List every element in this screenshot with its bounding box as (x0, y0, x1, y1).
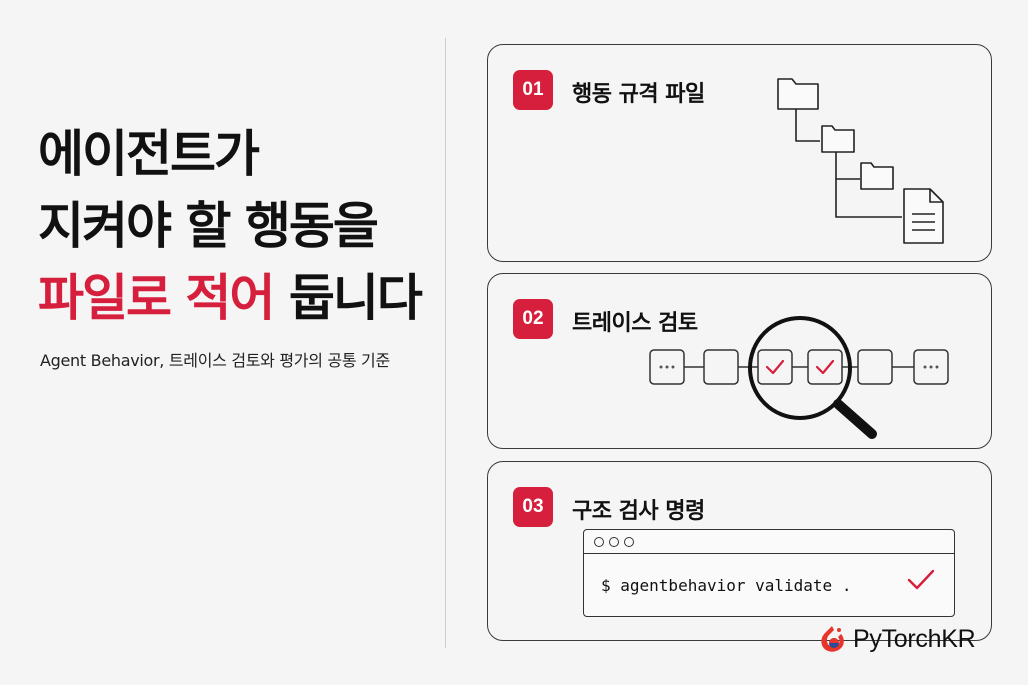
card-title: 트레이스 검토 (572, 311, 698, 336)
card-trace-review: 02 트레이스 검토 (487, 273, 992, 449)
headline-highlight: 파일로 적어 (38, 269, 275, 327)
vertical-divider (445, 38, 446, 648)
brand-logo: PyTorchKR (820, 624, 976, 654)
headline-line-1: 에이전트가 (38, 125, 260, 183)
card-number: 03 (513, 487, 553, 527)
subtitle: Agent Behavior, 트레이스 검토와 평가의 공통 기준 (40, 351, 390, 370)
window-dot (624, 536, 634, 547)
card-title: 행동 규격 파일 (572, 82, 705, 107)
headline-line-3: 파일로 적어 둡니다 (38, 262, 438, 334)
brand-name: PyTorchKR (853, 624, 976, 653)
window-dot (594, 536, 604, 547)
card-number: 02 (513, 299, 553, 339)
card-behavior-spec-file: 01 행동 규격 파일 (487, 44, 992, 262)
card-structure-check-command: 03 구조 검사 명령 $ agentbehavior validate . (487, 461, 992, 641)
terminal-icon: $ agentbehavior validate . (583, 529, 955, 617)
card-number: 01 (513, 70, 553, 110)
headline: 에이전트가 지켜야 할 행동을 파일로 적어 둡니다 (38, 118, 438, 334)
check-icon (907, 569, 935, 590)
headline-line-3-rest: 둡니다 (273, 269, 423, 327)
folder-tree-icon (777, 78, 944, 244)
headline-line-2: 지켜야 할 행동을 (38, 197, 379, 255)
terminal-title-bar (584, 530, 954, 554)
terminal-command: $ agentbehavior validate . (601, 576, 852, 595)
card-title: 구조 검사 명령 (572, 499, 705, 524)
pytorch-flame-icon (821, 626, 844, 652)
trace-magnifier-icon (649, 316, 949, 439)
window-dot (609, 536, 619, 547)
